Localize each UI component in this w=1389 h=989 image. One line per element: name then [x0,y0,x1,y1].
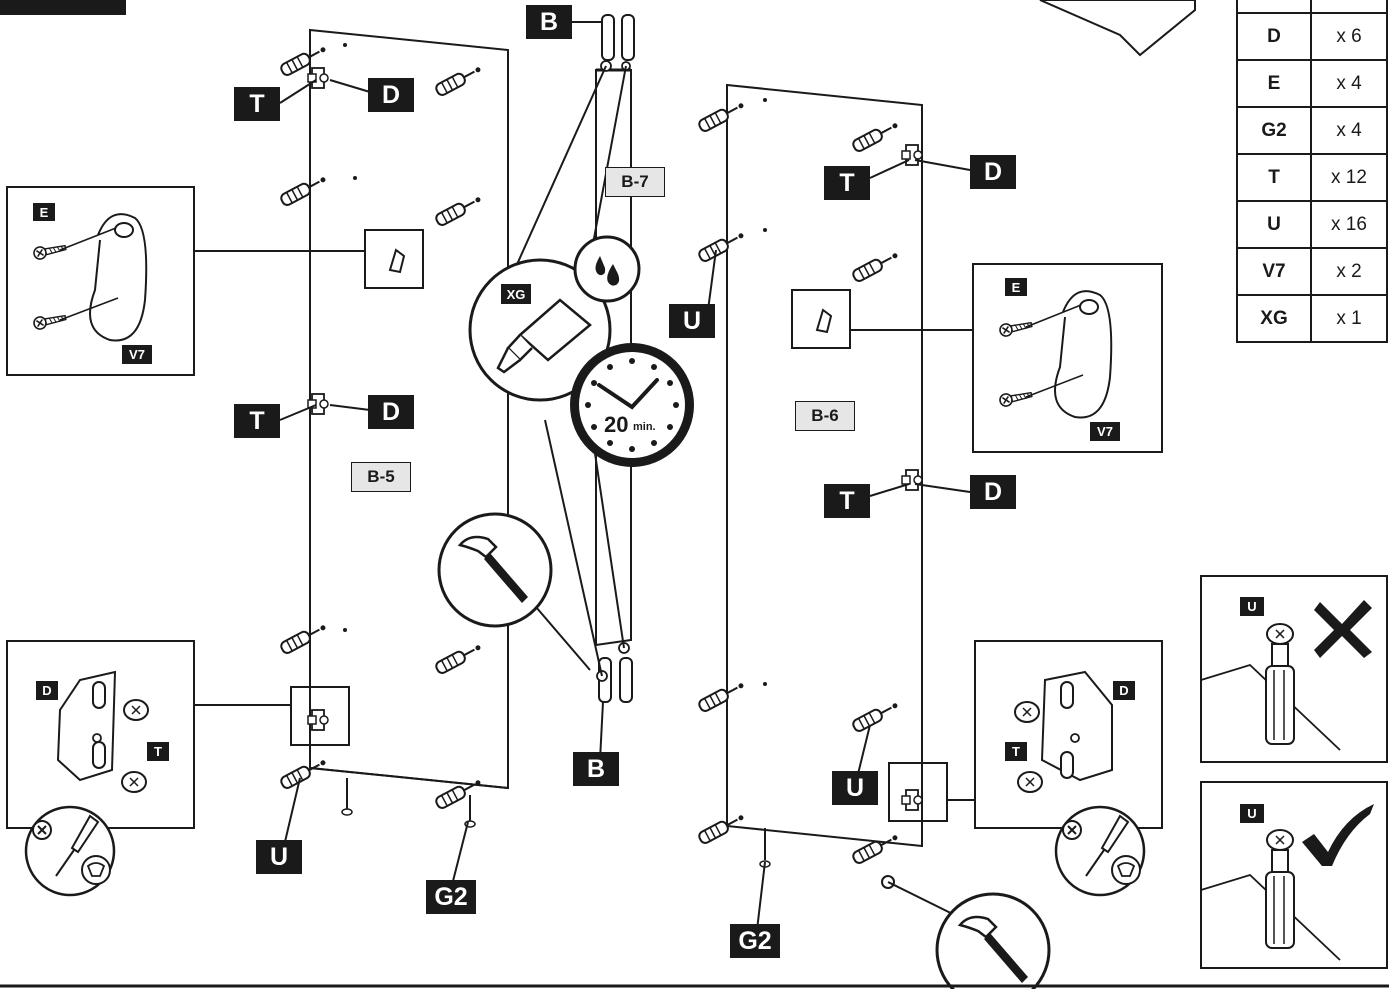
part-code: D [1236,12,1312,61]
label-t: T [234,87,280,121]
part-code: E [1236,59,1312,108]
part-qty: x 1 [1310,294,1388,343]
water-drop-icon [595,256,620,286]
glue-tube-icon [496,298,592,374]
part-qty: x 12 [1310,153,1388,202]
label-u: U [256,840,302,874]
part-code: U [1236,200,1312,249]
label-t: T [824,166,870,200]
label-v7: V7 [1090,422,1120,441]
part-code: T [1236,153,1312,202]
part-code: G2 [1236,106,1312,155]
label-d: D [368,395,414,429]
label-t: T [234,404,280,438]
label-u: U [832,771,878,805]
part-qty: x 4 [1310,59,1388,108]
label-d: D [368,78,414,112]
clock-time: 20 [604,412,629,437]
part-qty: x 16 [1310,200,1388,249]
check-mark-icon [1302,804,1374,866]
hammer-icon [457,535,528,603]
part-qty: x 4 [1310,106,1388,155]
hammer-icon [957,915,1028,983]
part-qty: x 2 [1310,247,1388,296]
label-u: U [1240,597,1264,616]
label-d: D [1113,681,1135,700]
part-code: XG [1236,294,1312,343]
label-u: U [1240,804,1264,823]
label-d: D [970,475,1016,509]
label-t: T [824,484,870,518]
label-v7: V7 [122,345,152,364]
part-code: V7 [1236,247,1312,296]
label-g2: G2 [426,880,476,914]
clock-unit: min. [633,421,656,433]
panel-label-b5: B-5 [351,462,411,492]
label-e: E [33,203,55,221]
clock-face-icon [585,358,679,452]
part-qty: x 6 [1310,12,1388,61]
label-b: B [573,752,619,786]
label-d: D [36,681,58,700]
cross-mark-icon [1314,600,1372,658]
label-t: T [1005,742,1027,761]
label-b: B [526,5,572,39]
label-u: U [669,304,715,338]
label-t: T [147,742,169,761]
screwdriver-icon [1062,814,1141,885]
label-g2: G2 [730,924,780,958]
label-d: D [970,155,1016,189]
screwdriver-icon [32,814,111,885]
panel-label-b6: B-6 [795,401,855,431]
table-row [1236,0,1388,14]
panel-label-b7: B-7 [605,167,665,197]
label-xg: XG [501,284,531,304]
label-e: E [1005,278,1027,296]
